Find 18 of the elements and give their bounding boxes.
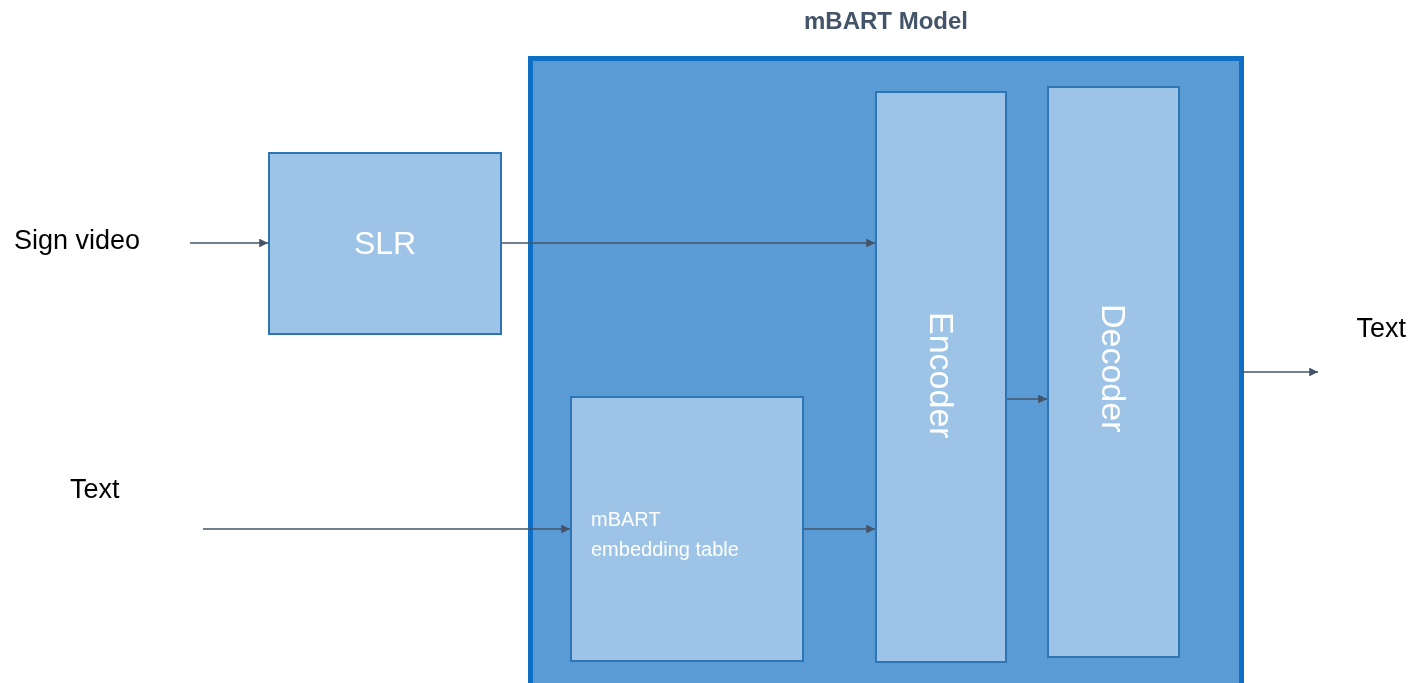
panel-title: mBART Model [803, 6, 969, 36]
process-box [570, 396, 804, 662]
block-label: Decoder [1094, 304, 1133, 433]
arrow [1241, 367, 1319, 377]
block-label: mBART embedding table [591, 507, 740, 562]
arrow [202, 524, 571, 534]
input-label: Text [70, 474, 120, 504]
arrow [189, 238, 269, 248]
arrow [501, 238, 876, 248]
block-label: SLR [353, 225, 417, 262]
process-box [268, 152, 502, 335]
input-label: Sign video [14, 225, 141, 255]
output-label: Text [1356, 313, 1406, 343]
encoder-block [875, 91, 1007, 663]
decoder-block [1047, 86, 1180, 658]
arrow [1006, 394, 1048, 404]
arrow [803, 524, 876, 534]
block-label: Encoder [921, 312, 961, 439]
